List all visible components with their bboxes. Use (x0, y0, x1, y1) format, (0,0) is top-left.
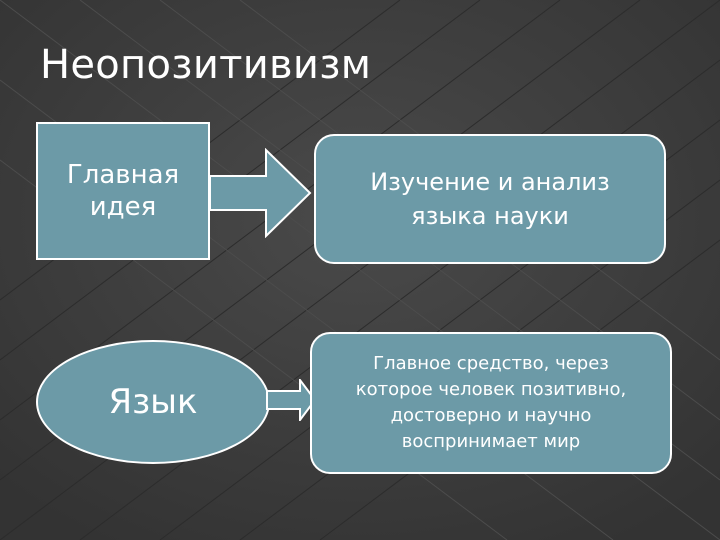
right-arrow-icon (209, 148, 312, 238)
study-box: Изучение и анализ языка науки (314, 134, 666, 264)
means-line1: Главное средство, через (373, 353, 609, 374)
small-right-arrow-icon (266, 379, 316, 421)
language-ellipse: Язык (36, 340, 270, 464)
means-box: Главное средство, через которое человек … (310, 332, 672, 474)
means-line3: достоверно и научно (390, 405, 592, 426)
main-idea-box: Главная идея (36, 122, 210, 260)
language-label: Язык (108, 382, 198, 422)
study-line2: языка науки (411, 202, 569, 230)
main-idea-line1: Главная (66, 160, 180, 190)
study-line1: Изучение и анализ (370, 168, 610, 196)
means-line2: которое человек позитивно, (355, 379, 627, 400)
main-idea-line2: идея (89, 192, 157, 222)
page-title: Неопозитивизм (40, 42, 372, 88)
means-line4: воспринимает мир (401, 431, 581, 452)
